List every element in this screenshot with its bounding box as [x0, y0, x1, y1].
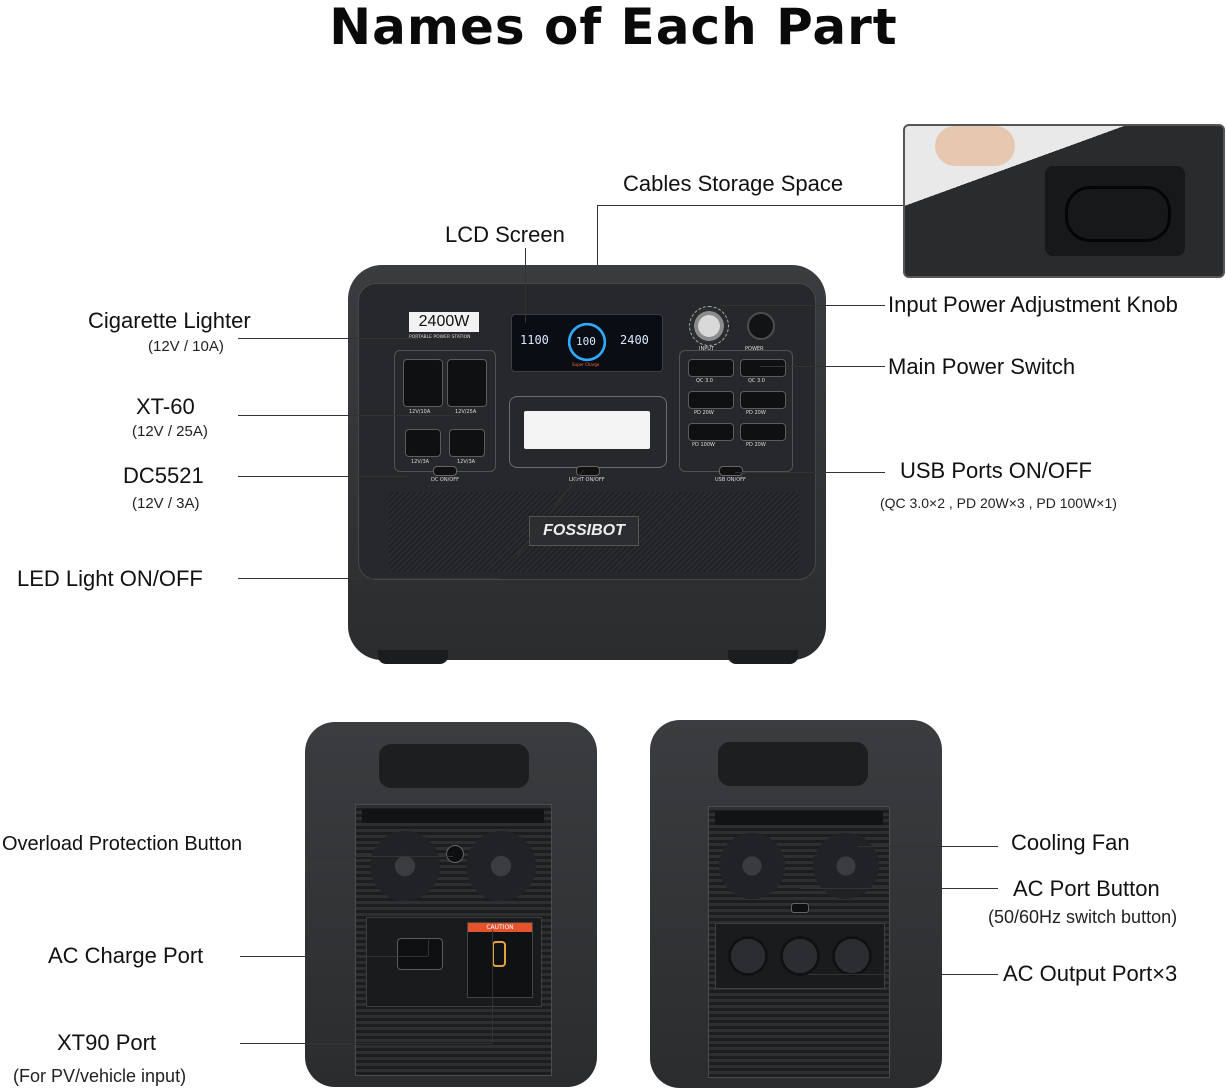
power-station-back-left: CAUTION: [305, 722, 597, 1087]
back-vent: [708, 806, 890, 1078]
label-ac-port-button: AC Port Button: [1013, 876, 1160, 901]
usb-c-port[interactable]: [740, 423, 786, 441]
lcd-battery-percent: 100: [576, 335, 596, 348]
power-station-front: 2400W PORTABLE POWER STATION 12V/10A 12V…: [348, 265, 826, 664]
label-xt90: XT90 Port: [57, 1030, 157, 1055]
ac-charge-port[interactable]: [397, 938, 443, 970]
page-title: Names of Each Part: [329, 0, 898, 56]
ac-output-port[interactable]: [728, 936, 768, 976]
input-power-adjustment-knob[interactable]: [689, 306, 729, 346]
light-switch-label: LIGHT ON/OFF: [569, 477, 605, 483]
lcd-screen: 1100 100 2400 Super Charge: [511, 314, 663, 372]
label-usb-ports: USB Ports ON/OFF: [900, 458, 1092, 483]
back-vent: CAUTION: [355, 804, 552, 1076]
port-label: 12V/10A: [409, 409, 431, 415]
dc-port-area: 12V/10A 12V/25A 12V/3A 12V/3A: [394, 350, 496, 472]
ac-output-port[interactable]: [832, 936, 872, 976]
usb-qc-port[interactable]: [688, 359, 734, 377]
cooling-fan: [813, 833, 879, 899]
ac-panel: CAUTION: [366, 917, 542, 1007]
lcd-input-value: 1100: [520, 333, 549, 347]
label-cooling-fan: Cooling Fan: [1011, 830, 1130, 855]
dc5521-port-1[interactable]: [405, 429, 441, 457]
label-dc5521-spec: (12V / 3A): [132, 495, 200, 512]
label-cables-storage: Cables Storage Space: [623, 171, 844, 196]
usb-port-label: QC 3.0: [696, 378, 713, 384]
usb-port-label: PD 20W: [746, 410, 766, 416]
usb-port-label: PD 20W: [694, 410, 714, 416]
usb-c-port[interactable]: [688, 423, 734, 441]
lcd-output-value: 2400: [620, 333, 649, 347]
usb-port-area: QC 3.0 QC 3.0 PD 20W PD 20W PD 100W PD 2…: [679, 350, 793, 472]
model-badge: 2400W: [409, 312, 479, 332]
dc5521-port-2[interactable]: [449, 429, 485, 457]
light-switch[interactable]: [576, 466, 600, 476]
model-subtitle: PORTABLE POWER STATION: [409, 335, 471, 340]
usb-port-label: PD 20W: [746, 442, 766, 448]
ac-output-port[interactable]: [780, 936, 820, 976]
port-label: 12V/25A: [455, 409, 477, 415]
handle: [379, 744, 529, 788]
cables-storage-photo: [903, 124, 1225, 278]
overload-protection-button[interactable]: [446, 845, 464, 863]
caution-header: CAUTION: [468, 923, 532, 932]
caution-label: CAUTION: [467, 922, 533, 998]
dc-switch[interactable]: [433, 466, 457, 476]
cigarette-lighter-port[interactable]: [403, 359, 443, 407]
label-dc5521: DC5521: [123, 463, 204, 488]
label-lcd-screen: LCD Screen: [445, 222, 565, 247]
warning-strip: [715, 811, 883, 825]
front-grille: FOSSIBOT: [389, 492, 799, 572]
led-light-frame: [509, 396, 667, 468]
usb-c-port[interactable]: [688, 391, 734, 409]
port-label: 12V/3A: [411, 459, 430, 465]
warning-strip: [362, 809, 544, 823]
ac-port-button[interactable]: [791, 903, 809, 913]
usb-qc-port[interactable]: [740, 359, 786, 377]
label-xt90-spec: (For PV/vehicle input): [13, 1066, 187, 1086]
label-cigarette-lighter-spec: (12V / 10A): [148, 338, 224, 355]
usb-switch[interactable]: [719, 466, 743, 476]
label-xt60-spec: (12V / 25A): [132, 423, 208, 440]
power-station-back-right: [650, 720, 942, 1088]
label-xt60: XT-60: [136, 394, 195, 419]
xt90-port[interactable]: [492, 941, 506, 967]
fan: [370, 831, 440, 901]
label-ac-port-button-spec: (50/60Hz switch button): [988, 907, 1178, 927]
brand-logo: FOSSIBOT: [529, 516, 639, 546]
port-label: 12V/3A: [457, 459, 476, 465]
knob-label: INPUT: [699, 346, 714, 352]
label-usb-spec: (QC 3.0×2 , PD 20W×3 , PD 100W×1): [880, 495, 1117, 511]
front-panel: 2400W PORTABLE POWER STATION 12V/10A 12V…: [358, 283, 816, 580]
usb-port-label: PD 100W: [692, 442, 715, 448]
main-power-switch[interactable]: [747, 312, 775, 340]
led-light-panel: [524, 411, 650, 449]
xt60-port[interactable]: [447, 359, 487, 407]
usb-c-port[interactable]: [740, 391, 786, 409]
usb-port-label: QC 3.0: [748, 378, 765, 384]
label-main-power: Main Power Switch: [888, 354, 1076, 379]
power-label: POWER: [745, 346, 764, 352]
label-input-knob: Input Power Adjustment Knob: [888, 292, 1178, 317]
label-cigarette-lighter: Cigarette Lighter: [88, 308, 251, 333]
label-ac-output: AC Output Port×3: [1003, 961, 1178, 986]
usb-switch-label: USB ON/OFF: [715, 477, 746, 483]
lcd-gauge: [566, 321, 608, 363]
ac-output-panel: [715, 923, 885, 989]
fan: [466, 831, 536, 901]
label-overload: Overload Protection Button: [2, 833, 243, 855]
label-led-light: LED Light ON/OFF: [17, 566, 203, 591]
lcd-super-charge-tag: Super Charge: [572, 362, 600, 367]
cooling-fan: [719, 833, 785, 899]
dc-switch-label: DC ON/OFF: [431, 477, 459, 483]
label-ac-charge: AC Charge Port: [48, 943, 204, 968]
handle: [718, 742, 868, 786]
